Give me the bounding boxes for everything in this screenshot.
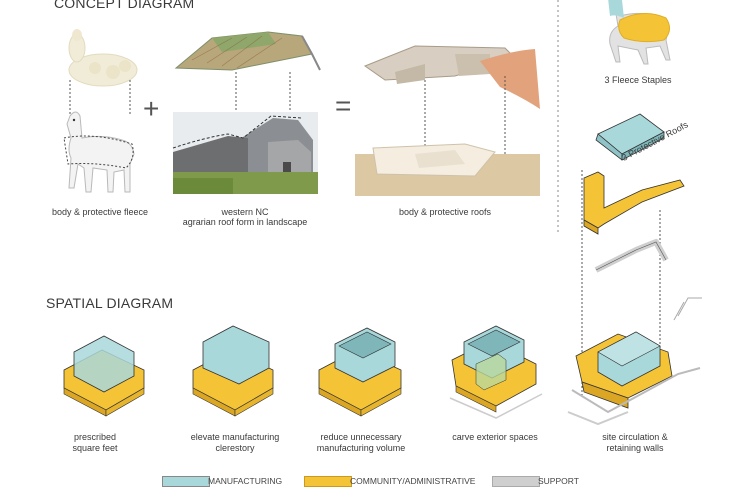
legend-swatch-support [492, 476, 540, 487]
legend-swatch-community [304, 476, 352, 487]
step-3-caption-line1: reduce unnecessary [320, 432, 402, 442]
step-3-caption-line2: manufacturing volume [316, 443, 406, 453]
barn-roof-image [174, 31, 321, 71]
caption-barn-line2: agrarian roof form in landscape [182, 217, 308, 227]
legend-swatch-manufacturing [162, 476, 210, 487]
caption-alpaca: body & protective fleece [51, 207, 149, 217]
section-divider [557, 0, 559, 234]
legend-label-support: SUPPORT [538, 476, 579, 486]
equals-sign: = [335, 90, 352, 121]
barn-photo-image [172, 112, 318, 194]
spatial-step-1-prescribed [63, 335, 145, 417]
step-4-caption-line1: carve exterior spaces [452, 432, 538, 442]
caption-barn-line1: western NC [221, 207, 269, 217]
exploded-support-roof [594, 239, 669, 273]
exploded-community-roof [583, 171, 685, 235]
spatial-step-2-clerestory [192, 325, 274, 417]
step-5-caption-line2: retaining walls [606, 443, 664, 453]
alpaca-body-image [63, 111, 135, 193]
fleece-staples-label: 3 Fleece Staples [604, 75, 672, 85]
caption-model: body & protective roofs [398, 207, 492, 217]
step-5-caption-line1: site circulation & [602, 432, 668, 442]
model-photo-image [355, 36, 540, 196]
exploded-dashed-guides [581, 170, 661, 395]
site-circulation-axon [567, 297, 702, 426]
step-1-caption-line1: prescribed [73, 432, 117, 442]
step-2-caption-line2: clerestory [215, 443, 255, 453]
fleece-alpaca-icon [608, 0, 671, 65]
exploded-manufacturing-roof [595, 113, 665, 161]
legend-label-manufacturing: MANUFACTURING [208, 476, 283, 486]
plus-sign: + [143, 93, 160, 124]
step-2-caption-line1: elevate manufacturing [190, 432, 280, 442]
alpaca-fleece-image [68, 29, 138, 87]
spatial-step-4-carve-exterior [449, 325, 543, 419]
alpaca-dashed-connector [69, 80, 131, 115]
concept-diagram-title: CONCEPT DIAGRAM [54, 0, 195, 11]
legend-label-community: COMMUNITY/ADMINISTRATIVE [350, 476, 476, 486]
spatial-diagram-title: SPATIAL DIAGRAM [46, 295, 174, 311]
step-1-caption-line2: square feet [72, 443, 118, 453]
spatial-step-3-reduce-volume [318, 327, 402, 417]
